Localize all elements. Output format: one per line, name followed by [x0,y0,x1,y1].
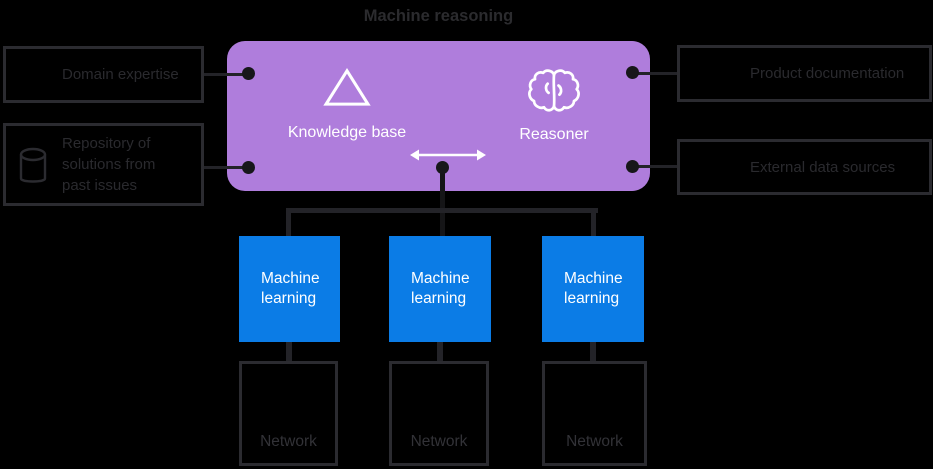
repository-label: Repository of solutions from past issues [62,135,156,194]
reasoner-label: Reasoner [519,126,589,143]
connector-dot [626,66,639,79]
connector-dot [242,161,255,174]
network-box-2: Network [389,361,489,466]
machine-learning-box-3: Machine learning [542,236,644,342]
machine-learning-label: Machine learning [411,270,470,307]
domain-expertise-box: Domain expertise [3,46,204,103]
connector-drop-left [286,208,291,236]
connector-trunk [440,168,445,236]
product-documentation-box: Product documentation [677,45,932,102]
network-label: Network [410,433,468,450]
machine-learning-label: Machine learning [261,270,320,307]
network-box-1: Network [239,361,338,466]
brain-icon [491,65,617,117]
machine-learning-box-2: Machine learning [389,236,491,342]
connector-ml-network-1 [286,342,292,361]
double-arrow-icon [408,147,488,163]
connector-drop-right [591,208,596,236]
network-label: Network [566,433,623,450]
domain-expertise-label: Domain expertise [62,66,179,83]
connector-distribution-line [286,208,598,213]
network-label: Network [260,433,317,450]
connector-right-top [631,72,677,75]
connector-ml-network-3 [590,342,596,361]
reasoner-node: Reasoner [491,65,617,145]
triangle-icon [284,67,410,107]
connector-dot [436,161,449,174]
machine-learning-label: Machine learning [564,270,623,307]
knowledge-base-node: Knowledge base [284,67,410,143]
connector-dot [242,67,255,80]
connector-left-top [204,73,250,76]
product-documentation-label: Product documentation [750,65,905,82]
connector-ml-network-2 [437,342,443,361]
connector-right-bottom [631,165,677,168]
external-data-sources-box: External data sources [677,139,932,195]
connector-left-bottom [204,166,250,169]
database-icon [18,147,48,188]
connector-dot [626,160,639,173]
repository-box: Repository of solutions from past issues [3,123,204,206]
external-data-sources-label: External data sources [750,158,896,176]
knowledge-base-label: Knowledge base [287,124,407,141]
machine-learning-box-1: Machine learning [239,236,340,342]
network-box-3: Network [542,361,647,466]
diagram-title: Machine reasoning [363,7,514,25]
